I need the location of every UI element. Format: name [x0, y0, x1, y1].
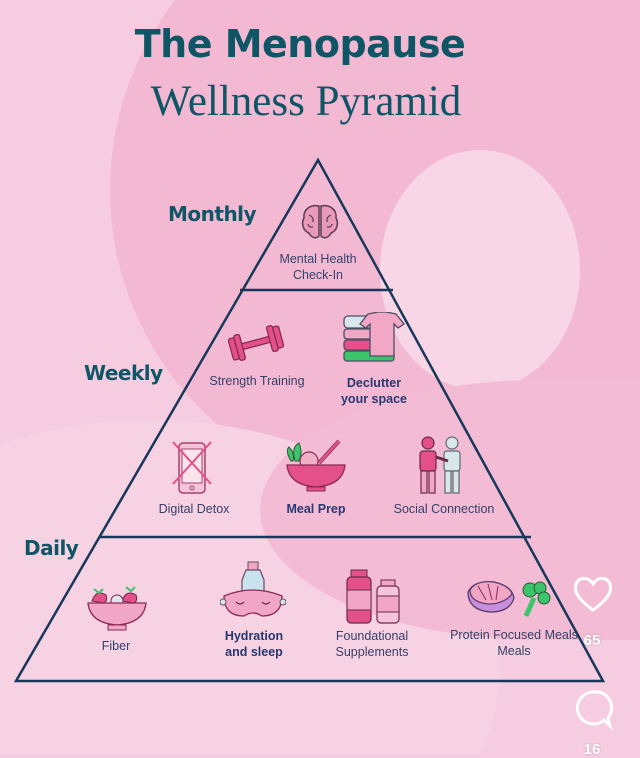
title-line-1: The Menopause	[134, 22, 466, 66]
item-label-line2: Check-In	[292, 268, 344, 282]
food-bowl-icon	[286, 439, 346, 492]
item-supplements: Foundational Supplements	[322, 628, 422, 660]
item-mental-health: Mental Health Check-In	[268, 251, 368, 283]
brain-icon	[301, 204, 339, 239]
folded-clothes-icon	[343, 312, 405, 362]
item-strength-training: Strength Training	[209, 374, 305, 388]
supplement-bottles-icon	[346, 569, 400, 624]
heart-icon[interactable]	[572, 574, 614, 614]
item-protein: Protein Focused Meals Meals	[444, 627, 584, 659]
tier-label-daily: Daily	[24, 536, 79, 560]
item-digital-detox: Digital Detox	[158, 502, 230, 516]
item-label-line1: Mental Health	[279, 252, 357, 266]
dumbbell-icon	[227, 325, 285, 361]
comment-icon[interactable]	[572, 688, 614, 730]
item-hydration-sleep: Hydration and sleep	[210, 628, 298, 660]
item-label-line2: Supplements	[335, 645, 409, 659]
item-label-line2: Meals	[497, 644, 531, 658]
item-label-line2: your space	[340, 392, 407, 406]
item-declutter: Declutter your space	[322, 375, 426, 407]
fruit-bowl-icon	[87, 586, 147, 631]
crossed-phone-icon	[172, 441, 212, 494]
tier-label-monthly: Monthly	[168, 202, 257, 226]
bottle-sleep-mask-icon	[220, 561, 286, 617]
like-count: 65	[583, 632, 601, 649]
item-fiber: Fiber	[101, 639, 131, 653]
item-social-connection: Social Connection	[393, 502, 495, 516]
item-label-line2: and sleep	[225, 645, 283, 659]
two-people-icon	[419, 436, 461, 494]
item-label-line1: Declutter	[346, 376, 402, 390]
item-label-line1: Foundational	[335, 629, 409, 643]
bg-shape-drop	[380, 150, 580, 390]
title-line-2: Wellness Pyramid	[150, 78, 462, 125]
item-label-line1: Protein Focused Meals	[450, 628, 578, 642]
comment-count: 16	[583, 741, 601, 758]
item-meal-prep: Meal Prep	[286, 502, 346, 516]
salmon-broccoli-icon	[467, 581, 551, 618]
item-label-line1: Hydration	[224, 629, 284, 643]
tier-label-weekly: Weekly	[84, 361, 163, 385]
